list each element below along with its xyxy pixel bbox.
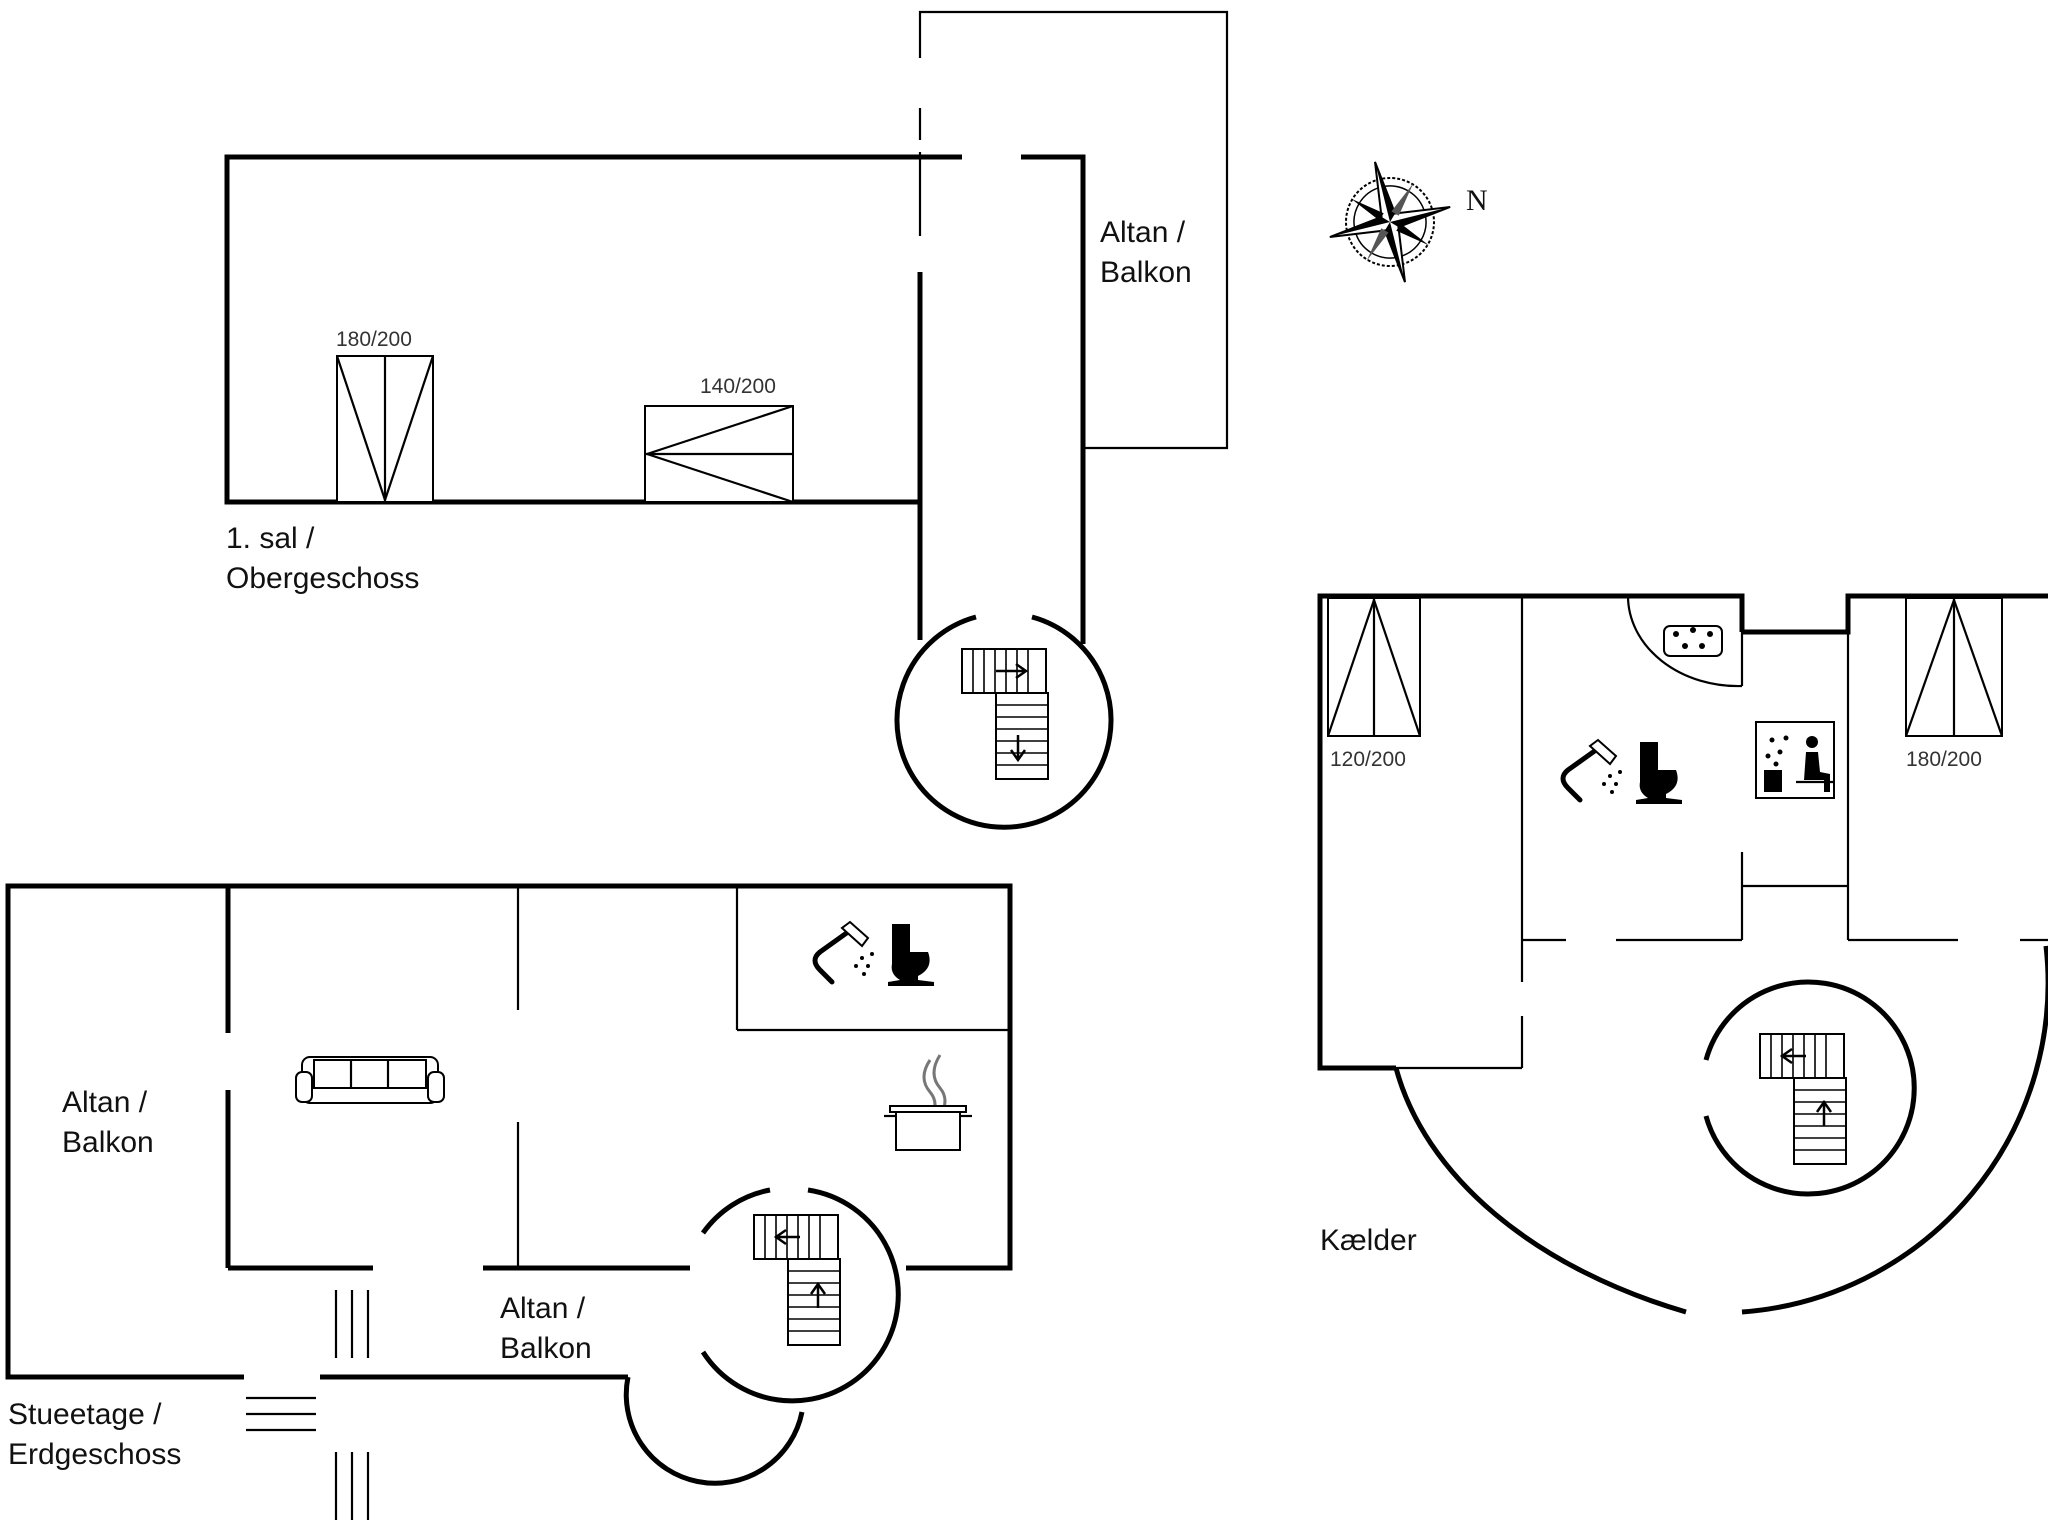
balcony-label: Altan / Balkon — [1100, 216, 1193, 289]
compass-rose-icon — [1329, 161, 1451, 283]
bed-size-label: 120/200 — [1330, 748, 1406, 771]
sofa-icon — [295, 1056, 445, 1104]
balcony-label: Altan / Balkon — [62, 1086, 155, 1159]
shower-icon — [815, 922, 874, 982]
ground-floor-plan: Altan / Balkon Altan / Balkon Stueetage … — [5, 883, 1013, 1520]
bed-icon — [335, 355, 435, 503]
basement-plan: 120/200 180/200 — [1317, 593, 2048, 1315]
floor-label: Stueetage / Erdgeschoss — [8, 1398, 181, 1471]
first-floor-plan: 180/200 140/200 Altan / Balkon 1. sal / … — [224, 10, 1229, 830]
floor-label: 1. sal / Obergeschoss — [226, 522, 419, 595]
north-label: N — [1466, 184, 1488, 217]
entry-steps — [246, 1290, 370, 1520]
balcony-label: Altan / Balkon — [500, 1292, 593, 1365]
stair-icon — [753, 1214, 841, 1346]
shower-icon — [1563, 740, 1622, 800]
bed-size-label: 180/200 — [1906, 748, 1982, 771]
cooking-pot-icon — [884, 1054, 972, 1151]
bed-icon — [1326, 597, 1422, 737]
floor-label: Kælder — [1320, 1224, 1417, 1257]
bed-size-label: 180/200 — [336, 328, 412, 351]
stair-icon — [961, 648, 1049, 780]
stair-icon — [1759, 1033, 1847, 1165]
bathtub-icon — [1663, 625, 1723, 657]
toilet-icon — [1636, 742, 1682, 804]
toilet-icon — [888, 924, 934, 986]
bed-icon — [1904, 597, 2004, 737]
bed-size-label: 140/200 — [700, 375, 776, 398]
sauna-icon — [1755, 721, 1835, 799]
bed-icon — [644, 404, 794, 504]
